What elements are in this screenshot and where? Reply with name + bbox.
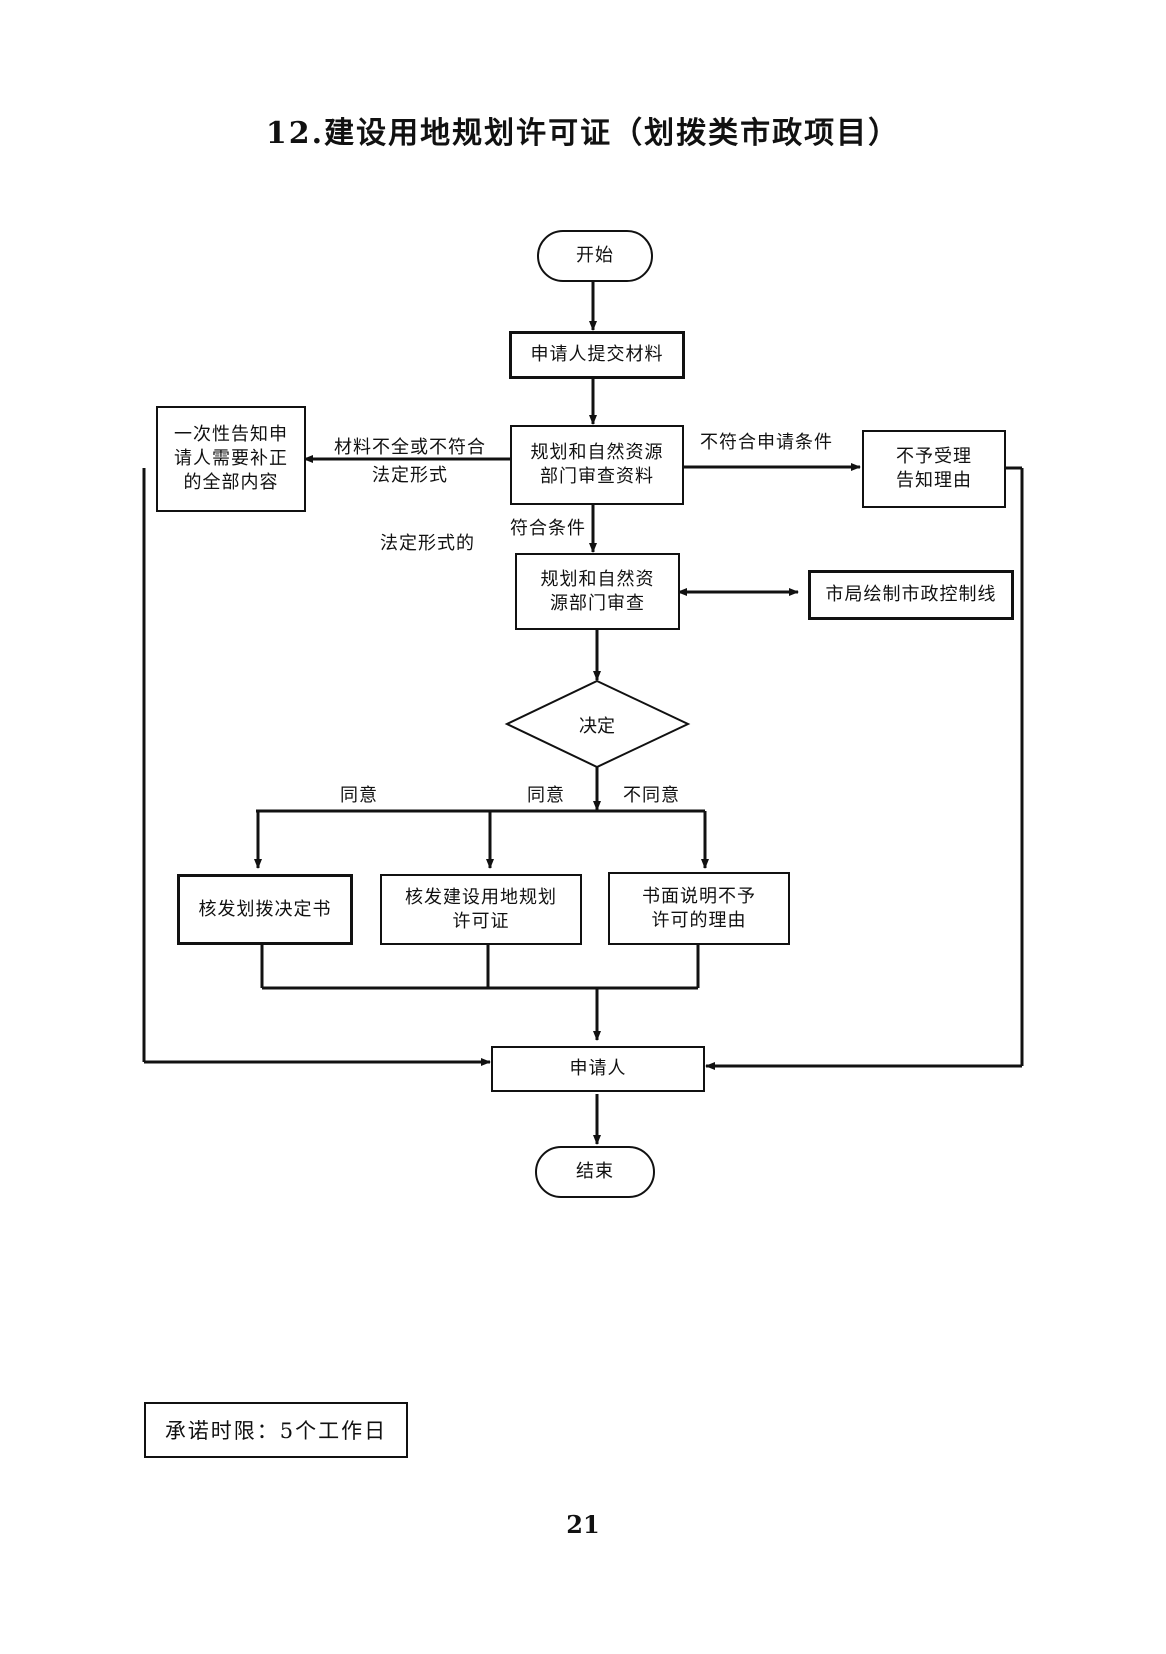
municipal-label: 市局绘制市政控制线 (825, 584, 997, 605)
reject-label-line1: 不予受理 (896, 446, 972, 467)
incomplete-label-line1: 材料不全或不符合 (334, 437, 486, 458)
end-label: 结束 (576, 1161, 614, 1182)
decision-label: 决定 (579, 716, 615, 737)
notify-node: 一次性告知申 请人需要补正 的全部内容 (156, 406, 306, 512)
notify-label-line3: 的全部内容 (183, 472, 279, 493)
review-node: 规划和自然资源 部门审查资料 (510, 425, 684, 505)
review-label-line2: 部门审查资料 (540, 466, 654, 487)
agree-left-label: 同意 (340, 785, 378, 806)
incomplete-label: 材料不全或不符合 法定形式 (320, 436, 500, 488)
promise-label: 承诺时限：5个工作日 (164, 1419, 388, 1443)
page-title: 12.建设用地规划许可证（划拨类市政项目） (265, 116, 901, 151)
meets-label: 符合条件 (510, 518, 586, 539)
reject-node: 不予受理 告知理由 (862, 430, 1006, 508)
legal-form-label: 法定形式的 (380, 533, 475, 554)
decision-diamond (504, 679, 691, 769)
applicant-label: 申请人 (569, 1058, 627, 1079)
incomplete-label-line2: 法定形式 (372, 465, 448, 486)
applicant-node: 申请人 (491, 1046, 705, 1092)
permit-node: 核发建设用地规划 许可证 (380, 874, 582, 945)
permit-label-line1: 核发建设用地规划 (405, 886, 557, 908)
notify-label-line2: 请人需要补正 (174, 448, 288, 469)
reject-label-line2: 告知理由 (896, 470, 972, 491)
review-label-line1: 规划和自然资源 (530, 442, 664, 463)
refusal-label-line2: 许可的理由 (651, 909, 747, 931)
examine-label-line1: 规划和自然资 (540, 568, 655, 590)
start-label: 开始 (576, 245, 614, 266)
examine-node: 规划和自然资 源部门审查 (515, 553, 680, 630)
allocation-label: 核发划拨决定书 (198, 898, 332, 920)
start-node: 开始 (537, 230, 653, 282)
agree-mid-label: 同意 (527, 785, 565, 806)
examine-label-line2: 源部门审查 (550, 592, 645, 614)
submit-node: 申请人提交材料 (509, 331, 685, 379)
end-node: 结束 (535, 1146, 655, 1198)
disagree-label: 不同意 (623, 785, 680, 806)
not-meet-label: 不符合申请条件 (700, 432, 833, 453)
notify-label-line1: 一次性告知申 (174, 424, 288, 445)
refusal-label-line1: 书面说明不予 (642, 885, 756, 907)
page-number: 21 (566, 1510, 600, 1539)
promise-box: 承诺时限：5个工作日 (144, 1402, 408, 1458)
permit-label-line2: 许可证 (452, 910, 510, 932)
refusal-node: 书面说明不予 许可的理由 (608, 872, 790, 945)
municipal-node: 市局绘制市政控制线 (808, 570, 1014, 620)
submit-label: 申请人提交材料 (530, 344, 664, 365)
allocation-node: 核发划拨决定书 (177, 874, 353, 945)
